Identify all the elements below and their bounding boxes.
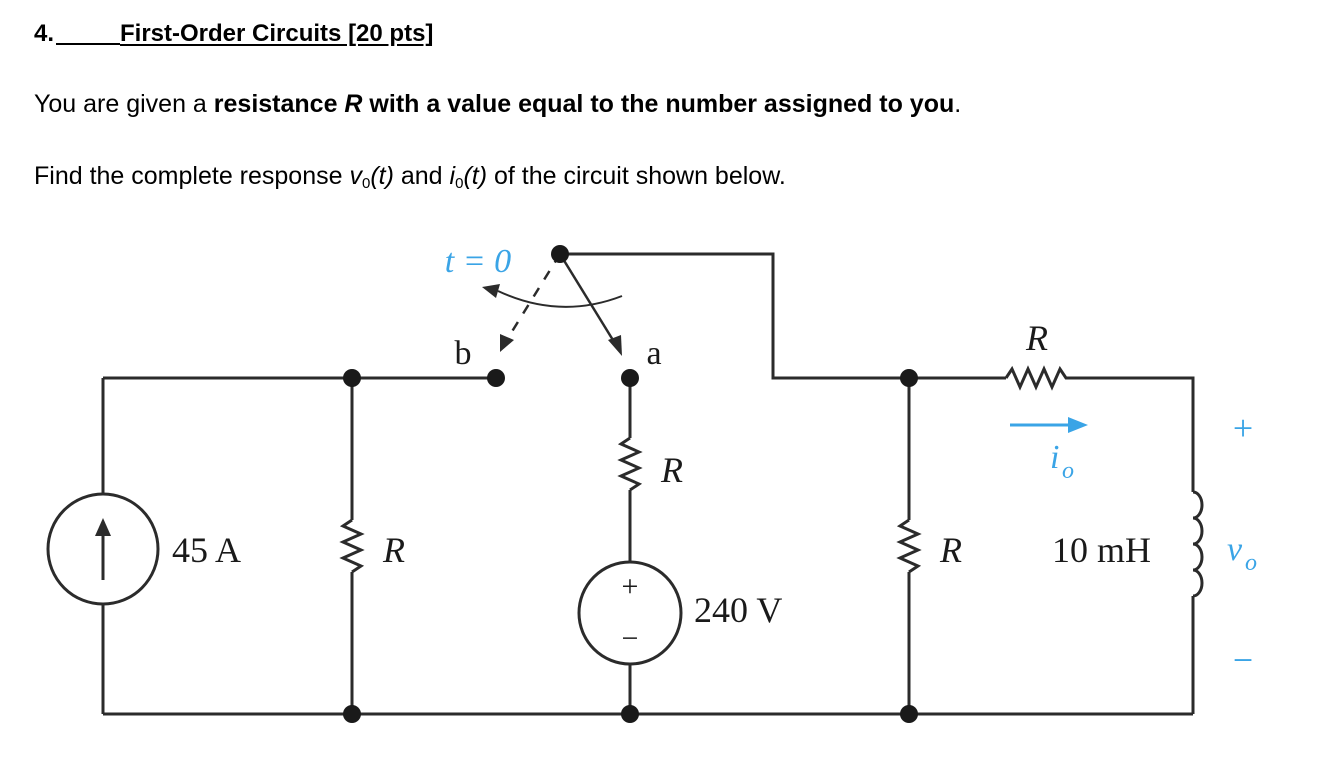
resistor-right-shunt <box>896 518 922 574</box>
given-bold-rest: with a value equal to the number assigne… <box>362 90 955 118</box>
node-top-right <box>900 369 918 387</box>
find-v-sub: 0 <box>361 175 371 192</box>
voltage-plus-label: + <box>622 570 639 603</box>
given-r: R <box>344 90 363 118</box>
voltage-source-label: 240 V <box>694 590 782 630</box>
problem-number: 4. <box>34 20 55 47</box>
voltage-minus-label: − <box>622 622 639 655</box>
problem-title: First-Order Circuits [20 pts] <box>120 20 434 47</box>
heading-underline <box>56 43 121 45</box>
find-v: v <box>349 162 362 190</box>
vo-minus-label: − <box>1233 640 1253 680</box>
node-a <box>621 369 639 387</box>
io-label-sub: o <box>1062 458 1074 484</box>
resistor-right-shunt-label: R <box>939 530 962 570</box>
io-arrow-head <box>1068 417 1088 433</box>
resistor-left <box>339 518 365 574</box>
resistor-middle <box>617 436 643 492</box>
switch-motion-arrow <box>482 284 500 298</box>
node-b-label: b <box>455 335 472 372</box>
given-prefix: You are given a <box>34 90 214 118</box>
given-end: . <box>954 90 962 118</box>
switch-time-label: t = 0 <box>445 243 511 280</box>
find-i: i <box>449 162 456 190</box>
vo-label: v <box>1227 531 1243 568</box>
node-bottom-mid <box>621 705 639 723</box>
find-t2: (t) <box>463 162 488 190</box>
find-and: and <box>393 162 450 190</box>
node-b <box>487 369 505 387</box>
switch-arm-dashed <box>506 253 562 339</box>
find-t1: (t) <box>370 162 394 190</box>
inductor-label: 10 mH <box>1052 530 1151 570</box>
switch <box>482 253 623 356</box>
node-switch-pivot <box>551 245 569 263</box>
find-prefix: Find the complete response <box>34 162 350 190</box>
given-statement: You are given a resistance R with a valu… <box>34 90 961 119</box>
vo-plus-label: + <box>1233 408 1253 448</box>
switch-arm-head <box>608 335 622 356</box>
find-suffix: of the circuit shown below. <box>487 162 786 190</box>
vo-label-sub: o <box>1245 550 1257 576</box>
switch-arm <box>558 253 618 346</box>
nodes <box>343 245 918 723</box>
node-bottom-right <box>900 705 918 723</box>
find-i-sub: 0 <box>455 175 464 192</box>
find-statement: Find the complete response v0(t) and i0(… <box>34 162 786 192</box>
resistor-top-label: R <box>1025 318 1048 358</box>
resistor-left-label: R <box>382 530 405 570</box>
io-label: i <box>1050 439 1059 476</box>
node-top-left <box>343 369 361 387</box>
switch-arm-dashed-head <box>500 334 514 352</box>
problem-heading: 4. First-Order Circuits [20 pts] <box>34 20 433 48</box>
current-source-arrow-head <box>95 518 111 536</box>
given-bold: resistance <box>213 90 345 118</box>
node-a-label: a <box>646 335 661 372</box>
wire-switch-common <box>560 252 1195 492</box>
resistor-middle-label: R <box>660 450 683 490</box>
voltage-source <box>577 560 683 666</box>
resistor-top <box>1004 365 1072 391</box>
switch-motion-arc <box>497 290 623 308</box>
node-bottom-left <box>343 705 361 723</box>
inductor-coil <box>1192 490 1204 598</box>
current-source-label: 45 A <box>172 530 241 570</box>
